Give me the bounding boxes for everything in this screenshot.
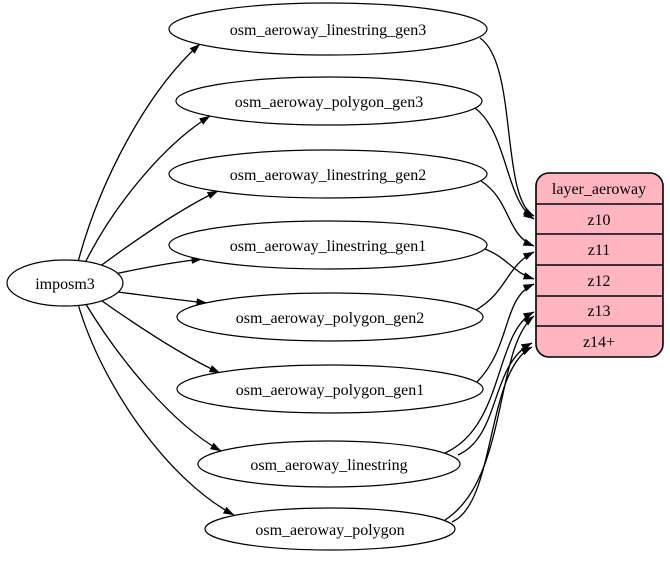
edge-linestring-gen2-z11 <box>480 180 535 247</box>
table-label: osm_aeroway_linestring <box>250 457 407 474</box>
layer-row-z14: z14+ <box>583 334 615 351</box>
layer-node-title: layer_aeroway <box>552 181 646 198</box>
edge-linestring-gen3-z10 <box>479 37 535 217</box>
table-node-osm-aeroway-polygon: osm_aeroway_polygon <box>204 507 456 551</box>
edge-linestring-z13 <box>444 311 535 454</box>
table-label: osm_aeroway_linestring_gen3 <box>230 22 426 39</box>
edge-linestring-gen1-z12 <box>484 248 535 280</box>
table-label: osm_aeroway_polygon_gen1 <box>236 382 424 399</box>
table-ellipse <box>168 149 488 199</box>
table-ellipse <box>176 292 484 342</box>
edge-imposm3-linestring-gen1 <box>109 256 203 276</box>
table-label: osm_aeroway_polygon <box>255 522 404 539</box>
table-ellipse <box>168 2 488 56</box>
edge-polygon-z14 <box>451 346 533 523</box>
source-node-imposm3: imposm3 <box>6 259 124 307</box>
edge-imposm3-polygon-gen1 <box>94 295 221 374</box>
table-label: osm_aeroway_polygon_gen3 <box>235 94 423 111</box>
edge-polygon-z13 <box>444 315 535 521</box>
edge-imposm3-linestring-gen2 <box>94 190 219 271</box>
edges-to-layer-aeroway <box>444 37 535 523</box>
edge-polygon-gen1-z12 <box>476 283 535 383</box>
table-ellipse <box>175 76 483 126</box>
table-node-osm-aeroway-linestring-gen2: osm_aeroway_linestring_gen2 <box>168 149 488 199</box>
edge-imposm3-polygon-gen3 <box>83 115 211 266</box>
table-ellipse <box>176 364 484 414</box>
table-node-osm-aeroway-linestring-gen3: osm_aeroway_linestring_gen3 <box>168 2 488 56</box>
table-label: osm_aeroway_linestring_gen1 <box>230 238 426 255</box>
edge-imposm3-linestring-gen3 <box>77 43 201 263</box>
layer-node-layer-aeroway: layer_aeroway z10 z11 z12 z13 z14+ <box>535 172 664 358</box>
table-label: osm_aeroway_linestring_gen2 <box>230 167 426 184</box>
table-ellipse <box>204 507 456 551</box>
table-ellipse <box>168 220 488 270</box>
edge-imposm3-polygon-gen2 <box>109 290 208 306</box>
table-node-osm-aeroway-linestring: osm_aeroway_linestring <box>197 440 461 488</box>
layer-row-z12: z12 <box>587 273 610 290</box>
layer-row-z10: z10 <box>587 212 610 229</box>
edges-from-imposm3 <box>77 43 235 516</box>
table-node-osm-aeroway-polygon-gen2: osm_aeroway_polygon_gen2 <box>176 292 484 342</box>
layer-row-z13: z13 <box>587 303 610 320</box>
edge-imposm3-linestring <box>83 300 222 452</box>
table-node-osm-aeroway-polygon-gen3: osm_aeroway_polygon_gen3 <box>175 76 483 126</box>
table-ellipse <box>197 440 461 488</box>
edge-imposm3-polygon <box>77 303 235 516</box>
table-node-osm-aeroway-linestring-gen1: osm_aeroway_linestring_gen1 <box>168 220 488 270</box>
edge-polygon-gen3-z10 <box>474 107 535 220</box>
edge-polygon-gen2-z11 <box>475 251 535 311</box>
table-label: osm_aeroway_polygon_gen2 <box>236 310 424 327</box>
imposm3-label: imposm3 <box>35 276 95 293</box>
table-node-osm-aeroway-polygon-gen1: osm_aeroway_polygon_gen1 <box>176 364 484 414</box>
layer-row-z11: z11 <box>588 242 611 259</box>
edge-linestring-z14 <box>457 342 533 456</box>
imposm3-ellipse <box>6 259 124 307</box>
